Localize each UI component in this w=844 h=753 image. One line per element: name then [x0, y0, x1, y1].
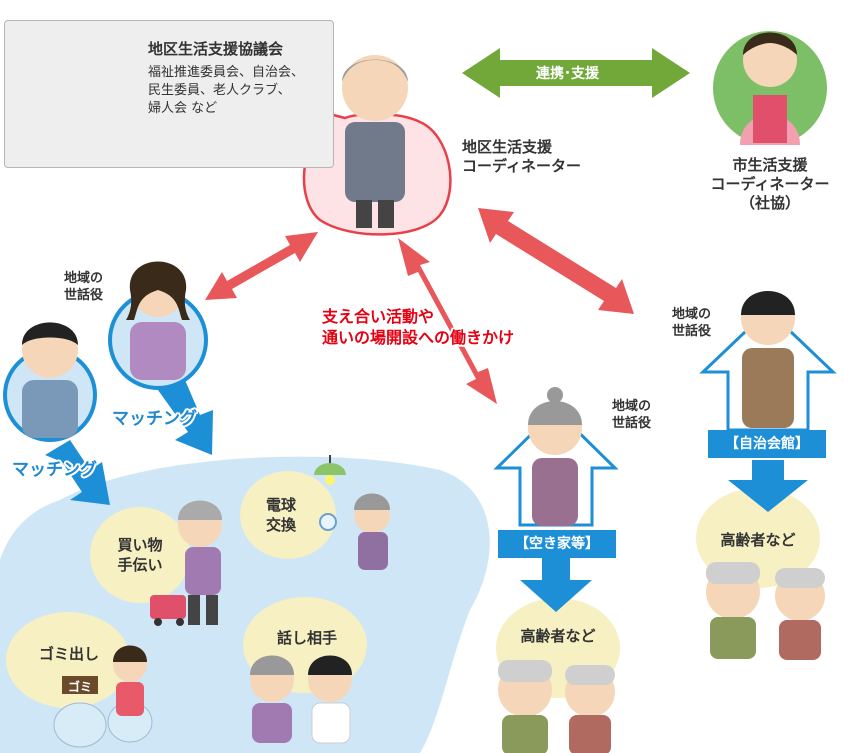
- district-coordinator-label: 地区生活支援 コーディネーター: [462, 138, 581, 176]
- matching-arrow-left: [45, 440, 110, 505]
- city-coordinator-illustration: [713, 31, 827, 145]
- council-panel: [4, 20, 334, 168]
- arrow-coordinator-to-caretaker: [205, 232, 318, 300]
- link-label: 連携･支援: [536, 66, 599, 82]
- banner-line: 通いの場開設への働きかけ: [322, 328, 515, 347]
- council-members-line: 福祉推進委員会、自治会、: [148, 65, 305, 80]
- garbage-bubble: [6, 612, 130, 708]
- caretaker-label-line: 地域の: [64, 271, 104, 286]
- caretaker-label-line: 地域の: [672, 307, 712, 322]
- caretaker-label-line: 世話役: [64, 288, 104, 303]
- vacant-house-tag: 【空き家等】: [498, 530, 616, 558]
- council-members: 福祉推進委員会、自治会、 民生委員、老人クラブ、 婦人会 など: [148, 64, 304, 118]
- council-members-line: 民生委員、老人クラブ、: [148, 83, 291, 98]
- caretaker-label-line: 世話役: [672, 324, 712, 339]
- link-double-arrow: [462, 48, 690, 98]
- council-title: 地区生活支援協議会: [148, 40, 284, 58]
- elderly-left-illustration: [498, 660, 615, 753]
- shopping-label-line: 買い物: [117, 536, 163, 554]
- city-coordinator-label: 市生活支援 コーディネーター （社協）: [700, 156, 840, 213]
- bulb-label-line: 交換: [265, 516, 296, 534]
- caretaker-left-illustration: [3, 322, 97, 442]
- talk-illustration: [250, 655, 352, 744]
- caretaker-vacant-house-illustration: [528, 387, 582, 526]
- caretaker-label-line: 世話役: [612, 416, 652, 431]
- bulb-label-line: 電球: [265, 496, 296, 514]
- district-coordinator-illustration: [342, 55, 408, 228]
- caretaker-center-illustration: [108, 261, 208, 390]
- elderly-right-illustration: [706, 562, 825, 660]
- shopping-label: 買い物 手伝い: [110, 535, 170, 575]
- shopping-bubble: [90, 507, 190, 603]
- garbage-illustration: [53, 645, 153, 748]
- arrow-coordinator-to-community-hall: [478, 208, 634, 314]
- caretaker-label-line: 地域の: [612, 399, 652, 414]
- district-coordinator-label-line: コーディネーター: [462, 157, 581, 175]
- bulb-illustration: [314, 455, 390, 570]
- bulb-bubble: [240, 471, 336, 559]
- garbage-label: ゴミ出し: [38, 645, 99, 663]
- bulb-label: 電球 交換: [256, 495, 306, 535]
- support-activity-banner: 支え合い活動や 通いの場開設への働きかけ: [322, 306, 514, 348]
- garbage-sign: ゴミ: [68, 680, 93, 694]
- matching-label-left: マッチング: [12, 460, 97, 480]
- district-coordinator-label-line: 地区生活支援: [462, 138, 553, 156]
- vacant-house-down-arrow: [520, 558, 592, 612]
- banner-line: 支え合い活動や: [322, 307, 435, 326]
- matching-arrow-center: [158, 380, 213, 455]
- community-hall-tag: 【自治会館】: [708, 430, 826, 458]
- caretaker-community-hall-illustration: [741, 291, 795, 428]
- city-coordinator-label-line: コーディネーター: [710, 175, 830, 193]
- elderly-label-left: 高齢者など: [520, 627, 596, 645]
- community-hall-down-arrow: [728, 460, 808, 512]
- city-coordinator-label-line: 市生活支援: [732, 156, 808, 174]
- talk-label: 話し相手: [276, 629, 337, 647]
- shopping-illustration: [150, 500, 222, 626]
- shopping-label-line: 手伝い: [117, 556, 163, 574]
- matching-label-center: マッチング: [112, 409, 197, 429]
- elderly-label-right: 高齢者など: [720, 531, 796, 549]
- caretaker-label-center: 地域の 世話役: [64, 270, 103, 304]
- caretaker-label-community-hall: 地域の 世話役: [672, 306, 711, 340]
- arrow-coordinator-to-vacant-house: [398, 238, 497, 404]
- city-coordinator-label-line: （社協）: [739, 194, 800, 212]
- caretaker-label-vacant-house: 地域の 世話役: [612, 398, 651, 432]
- council-members-line: 婦人会 など: [148, 101, 218, 116]
